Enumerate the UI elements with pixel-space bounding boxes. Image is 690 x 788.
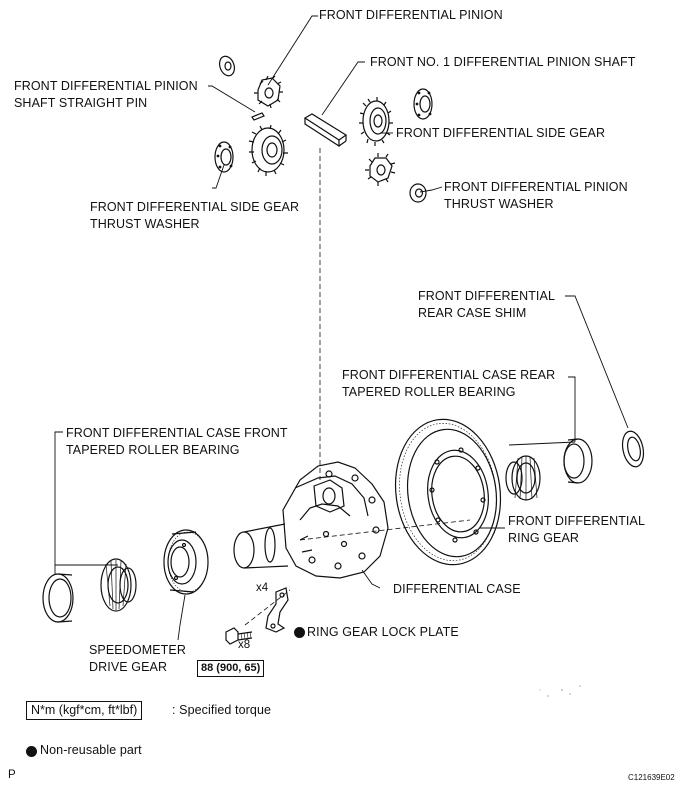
rear-case-shim [621,430,645,468]
ring-gear-lock-plate [265,587,289,633]
figure-id: C121639E02 [628,773,675,782]
legend-non-reusable-text: Non-reusable part [40,743,142,757]
ring-gear-bolt [225,627,253,645]
side-gear-thrust-washer-left [214,141,234,173]
label-lock-plate: RING GEAR LOCK PLATE [307,625,459,639]
label-side-gear: FRONT DIFFERENTIAL SIDE GEAR [396,126,606,140]
label-ring-gear: FRONT DIFFERENTIAL RING GEAR [508,514,645,545]
side-gear-right [359,97,393,146]
label-differential-case: DIFFERENTIAL CASE [393,582,521,596]
legend-non-reusable-dot [26,746,37,757]
differential-case [233,461,389,579]
label-rear-bearing: FRONT DIFFERENTIAL CASE REAR TAPERED ROL… [342,368,556,399]
label-side-gear-washer: FRONT DIFFERENTIAL SIDE GEAR THRUST WASH… [90,200,300,231]
pinion-thrust-washer-right [409,183,427,203]
quantity-bolt: x8 [238,639,251,651]
page-mark: P [8,769,16,781]
scan-specks [539,685,581,697]
pinion-shaft [303,113,348,148]
speedometer-drive-gear [163,529,209,595]
pinion-gear-upper [254,75,283,109]
legend-torque-desc: : Specified torque [172,703,272,717]
torque-spec-box: 88 (900, 65) [197,660,265,677]
ring-gear [394,418,502,566]
side-gear-thrust-washer-right [413,88,433,120]
pinion-gear-lower [365,153,396,186]
front-bearing-cone [100,558,137,612]
label-pinion: FRONT DIFFERENTIAL PINION [319,8,503,22]
straight-pin [251,112,265,121]
front-bearing-outer-race [42,573,74,623]
side-gear-left [248,124,288,176]
label-pinion-shaft: FRONT NO. 1 DIFFERENTIAL PINION SHAFT [370,55,636,69]
pinion-thrust-washer-left [218,55,236,77]
leader-lines [54,15,629,641]
label-rear-case-shim: FRONT DIFFERENTIAL REAR CASE SHIM [418,289,555,320]
quantity-plate: x4 [256,582,269,594]
legend-torque-unit: N*m (kgf*cm, ft*lbf) [26,701,143,720]
non-reusable-marker [294,627,305,638]
label-pinion-washer: FRONT DIFFERENTIAL PINION THRUST WASHER [444,180,628,211]
assembly-axes [244,148,471,626]
rear-bearing-cone [505,455,541,501]
label-front-bearing: FRONT DIFFERENTIAL CASE FRONT TAPERED RO… [66,426,288,457]
label-pinion-shaft-pin: FRONT DIFFERENTIAL PINION SHAFT STRAIGHT… [14,79,198,110]
rear-bearing-outer-race [563,438,593,484]
label-speedometer-gear: SPEEDOMETER DRIVE GEAR [89,643,186,674]
